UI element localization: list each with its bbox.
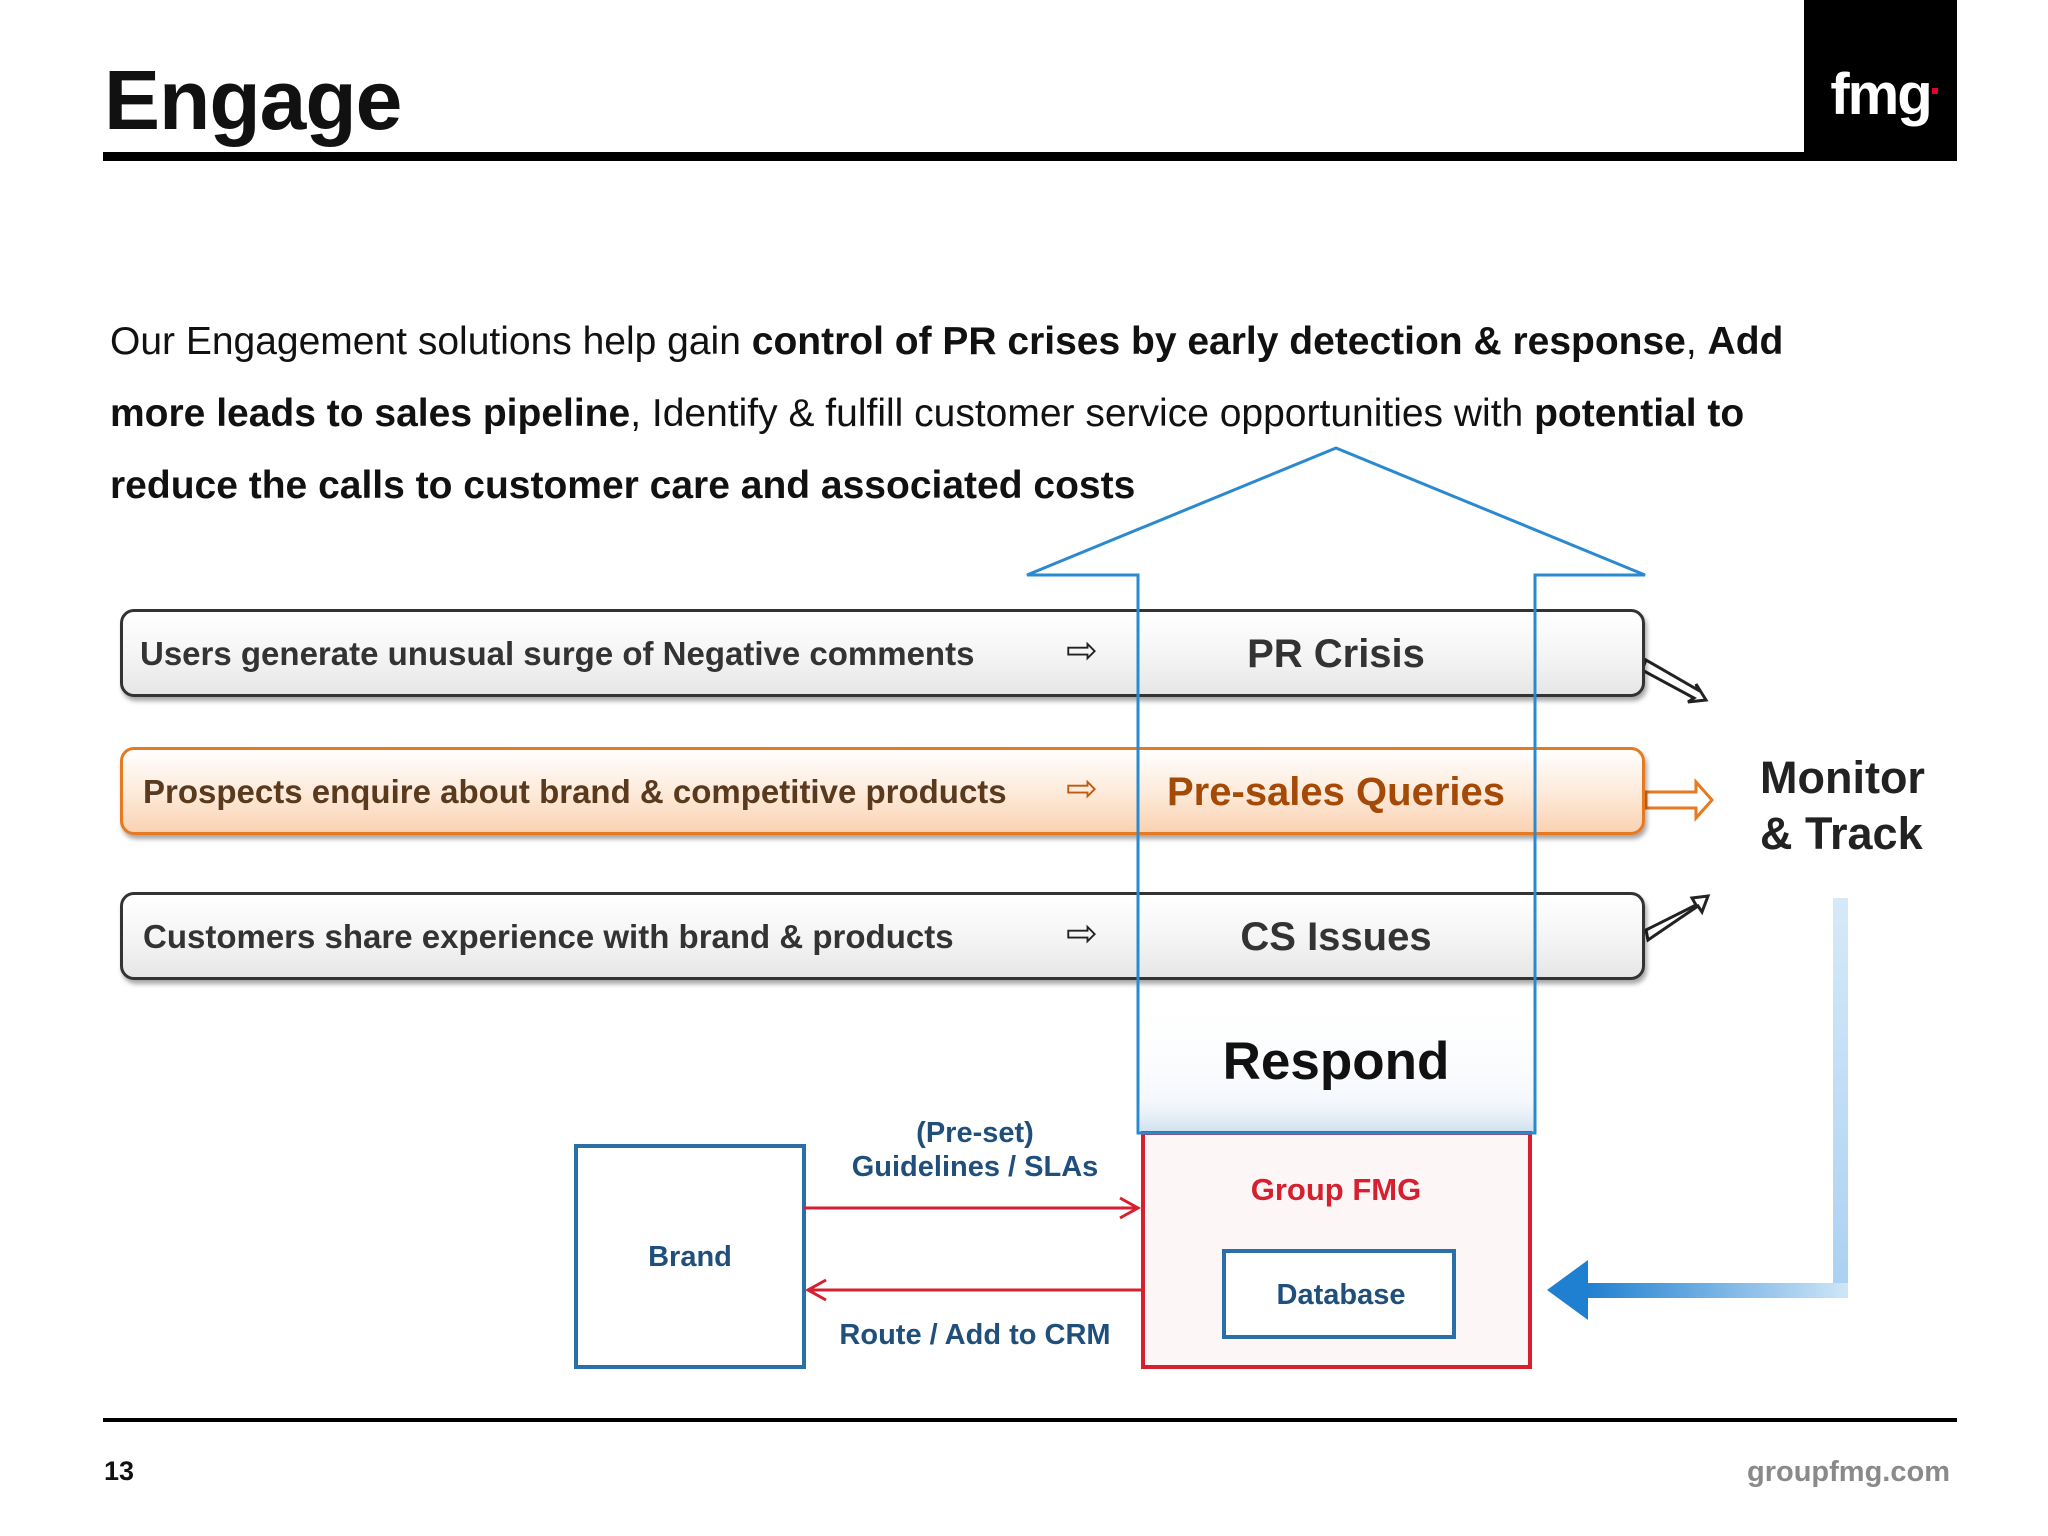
intro-text-2: , bbox=[1685, 320, 1708, 363]
pr-output-arrow bbox=[1640, 657, 1709, 704]
label-presales-queries: Pre-sales Queries bbox=[1167, 770, 1505, 814]
logo-dot bbox=[1932, 88, 1938, 94]
intro-text-3: , Identify & fulfill customer service op… bbox=[630, 392, 1535, 435]
brand-label: Brand bbox=[648, 1241, 732, 1273]
row-text-pr: Users generate unusual surge of Negative… bbox=[140, 635, 975, 672]
label-cs-issues: CS Issues bbox=[1240, 915, 1432, 959]
presales-output-arrow bbox=[1644, 778, 1715, 822]
intro-bold-3: potential to reduce the calls to custome… bbox=[110, 392, 1745, 507]
route-label: Route / Add to CRM bbox=[839, 1319, 1111, 1351]
page-number: 13 bbox=[104, 1456, 135, 1486]
row-arrow-pr-icon: ⇨ bbox=[1066, 630, 1098, 672]
guidelines-label: (Pre-set) Guidelines / SLAs bbox=[820, 1116, 1130, 1184]
row-arrow-cs-icon: ⇨ bbox=[1066, 913, 1098, 955]
fmg-logo: fmg bbox=[1830, 62, 1932, 127]
website-link[interactable]: groupfmg.com bbox=[1747, 1456, 1950, 1488]
intro-bold-2: Add more leads to sales pipeline bbox=[110, 320, 1784, 435]
intro-bold-1: control of PR crises by early detection … bbox=[751, 320, 1686, 363]
monitor-line-1: Monitor bbox=[1760, 752, 1925, 803]
guidelines-line-1: (Pre-set) bbox=[916, 1117, 1034, 1149]
monitor-track-label: Monitor & Track bbox=[1760, 750, 1925, 862]
row-arrow-presales-icon: ⇨ bbox=[1066, 768, 1098, 810]
database-label: Database bbox=[1276, 1279, 1406, 1311]
title-rule bbox=[103, 152, 1957, 161]
monitor-return-vertical bbox=[1833, 898, 1848, 1298]
respond-label: Respond bbox=[1222, 1032, 1450, 1091]
database-box bbox=[1222, 1249, 1456, 1339]
label-pr-crisis: PR Crisis bbox=[1247, 632, 1425, 676]
monitor-return-horizontal bbox=[1585, 1283, 1848, 1298]
monitor-return-arrowhead bbox=[1547, 1260, 1588, 1320]
monitor-line-2: & Track bbox=[1760, 808, 1923, 859]
guidelines-line-2: Guidelines / SLAs bbox=[851, 1151, 1099, 1183]
group-fmg-label: Group FMG bbox=[1250, 1172, 1422, 1207]
slide-title: Engage bbox=[104, 53, 402, 147]
footer-rule bbox=[103, 1418, 1957, 1422]
row-text-cs: Customers share experience with brand & … bbox=[143, 918, 954, 955]
row-text-presales: Prospects enquire about brand & competit… bbox=[143, 773, 1007, 810]
brand-box bbox=[574, 1144, 806, 1369]
intro-paragraph: Our Engagement solutions help gain contr… bbox=[110, 306, 1870, 522]
cs-output-arrow bbox=[1644, 894, 1711, 943]
logo-box bbox=[1804, 0, 1957, 161]
intro-text-1: Our Engagement solutions help gain bbox=[110, 320, 752, 363]
